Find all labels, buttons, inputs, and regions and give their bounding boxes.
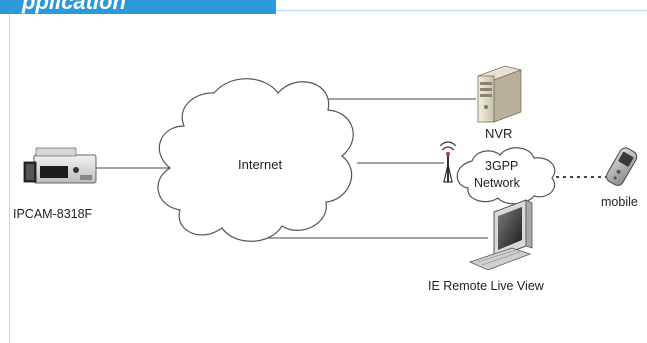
connections (96, 98, 606, 239)
antenna-icon (439, 141, 457, 183)
nvr-label: NVR (485, 126, 512, 141)
nvr-server-icon (476, 65, 523, 123)
pc-label: IE Remote Live View (428, 279, 545, 293)
keyboard-icon (468, 247, 532, 271)
mobile-phone-icon (606, 147, 638, 186)
network-label-line2: Network (474, 176, 521, 190)
banner-title: pplication (21, 0, 126, 14)
mobile-label: mobile (601, 195, 638, 209)
internet-cloud-icon (157, 78, 354, 242)
header-banner: pplication (0, 0, 647, 14)
banner-bar (0, 0, 276, 14)
internet-label: Internet (238, 157, 282, 172)
network-cloud-icon (456, 147, 556, 205)
ip-camera-icon (23, 147, 97, 184)
pc-monitor-icon (493, 199, 533, 263)
network-label-line1: 3GPP (485, 159, 518, 173)
camera-label: IPCAM-8318F (13, 207, 93, 221)
